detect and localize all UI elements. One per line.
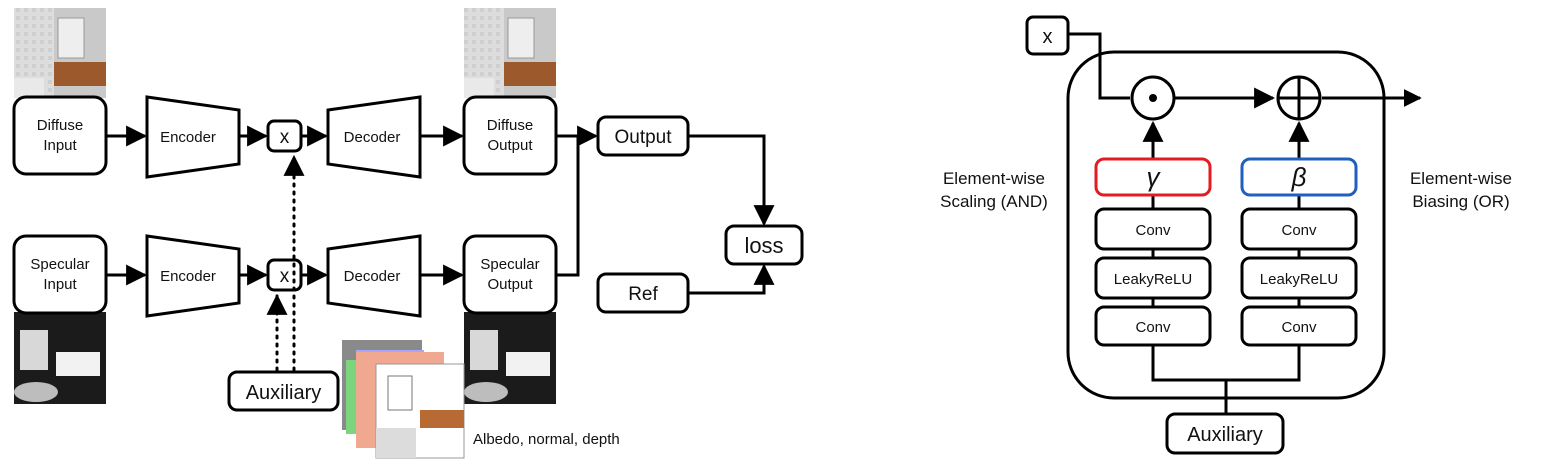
diffuse-input-label-line2: Input bbox=[43, 137, 77, 154]
beta-label: β bbox=[1291, 162, 1307, 192]
diffuse-encoder bbox=[145, 95, 241, 179]
loss-label: loss bbox=[744, 233, 783, 258]
specular-output-label-line1: Specular bbox=[480, 256, 539, 273]
beta-conv-bottom-label: Conv bbox=[1281, 319, 1317, 336]
biasing-label-line2: Biasing (OR) bbox=[1412, 192, 1509, 211]
auxiliary-caption: Albedo, normal, depth bbox=[473, 431, 620, 448]
gamma-conv-top-label: Conv bbox=[1135, 222, 1171, 239]
beta-conv-bottom-box bbox=[1240, 305, 1358, 347]
gamma-leaky-box bbox=[1094, 256, 1212, 300]
specular-input-image bbox=[14, 312, 106, 404]
specular-input-label-line1: Specular bbox=[30, 256, 89, 273]
auxiliary-dotted-connectors bbox=[266, 154, 305, 372]
gamma-label: γ bbox=[1147, 162, 1162, 192]
diffuse-output-label-line1: Diffuse bbox=[487, 117, 533, 134]
diffuse-output-box bbox=[462, 95, 558, 176]
output-label: Output bbox=[614, 127, 672, 148]
multiply-dot bbox=[1149, 94, 1157, 102]
beta-box bbox=[1240, 157, 1358, 197]
gamma-box bbox=[1094, 157, 1212, 197]
diffuse-encoder-label: Encoder bbox=[160, 129, 216, 146]
auxiliary-feature-images bbox=[342, 340, 465, 459]
beta-leaky-box bbox=[1240, 256, 1358, 300]
specular-output-box bbox=[462, 234, 558, 315]
biasing-label-line1: Element-wise bbox=[1410, 169, 1512, 188]
gamma-conv-top-box bbox=[1094, 207, 1212, 251]
left-connectors bbox=[106, 125, 775, 295]
specular-input-label-line2: Input bbox=[43, 276, 77, 293]
beta-leaky-label: LeakyReLU bbox=[1260, 271, 1338, 288]
specular-output-label-line2: Output bbox=[487, 276, 533, 293]
scaling-label-line1: Element-wise bbox=[943, 169, 1045, 188]
auxiliary-box bbox=[227, 370, 340, 412]
diffuse-output-label-line2: Output bbox=[487, 137, 533, 154]
auxiliary-label: Auxiliary bbox=[246, 382, 322, 404]
specular-encoder-label: Encoder bbox=[160, 268, 216, 285]
specular-encoder bbox=[145, 234, 241, 318]
input-x-label: x bbox=[1043, 26, 1053, 48]
gamma-leaky-label: LeakyReLU bbox=[1114, 271, 1192, 288]
diffuse-input-box bbox=[12, 95, 108, 176]
ref-label: Ref bbox=[628, 284, 658, 305]
specular-decoder-label: Decoder bbox=[344, 268, 401, 285]
diffuse-input-label-line1: Diffuse bbox=[37, 117, 83, 134]
beta-conv-top-box bbox=[1240, 207, 1358, 251]
scaling-label-line2: Scaling (AND) bbox=[940, 192, 1048, 211]
diffuse-multiply-label: x bbox=[280, 127, 290, 148]
diffuse-decoder-label: Decoder bbox=[344, 129, 401, 146]
specular-input-box bbox=[12, 234, 108, 315]
diffuse-input-image bbox=[14, 8, 106, 98]
beta-conv-top-label: Conv bbox=[1281, 222, 1317, 239]
gamma-conv-bottom-box bbox=[1094, 305, 1212, 347]
right-auxiliary-box bbox=[1165, 412, 1285, 455]
right-connectors bbox=[1068, 32, 1422, 414]
left-panel: Diffuse Input Specular Input Encoder Enc… bbox=[12, 8, 804, 459]
specular-multiply-label: x bbox=[280, 266, 290, 287]
right-panel: x γ β Conv Lea bbox=[940, 15, 1512, 455]
right-auxiliary-label: Auxiliary bbox=[1187, 424, 1263, 446]
gamma-conv-bottom-label: Conv bbox=[1135, 319, 1171, 336]
specular-output-image bbox=[464, 312, 556, 404]
diffuse-output-image bbox=[464, 8, 556, 98]
